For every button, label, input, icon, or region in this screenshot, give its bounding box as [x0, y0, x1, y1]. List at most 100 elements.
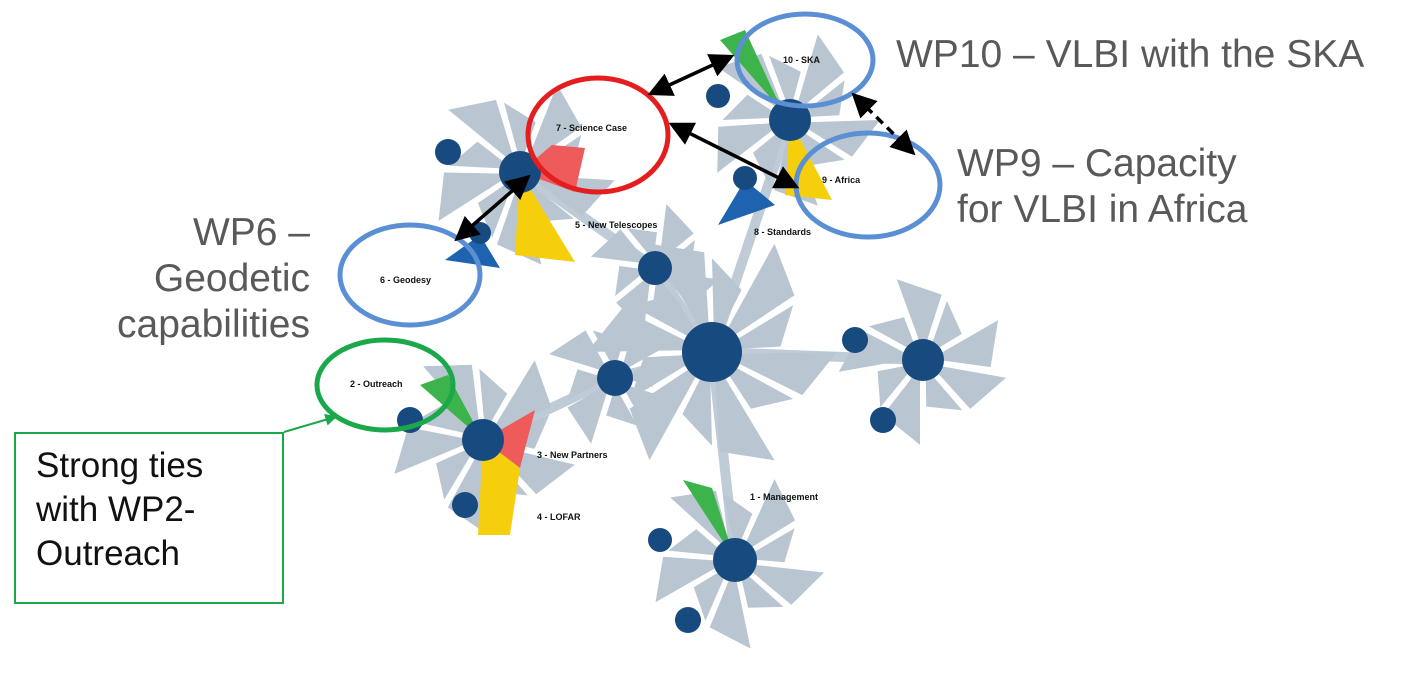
- petal-4-0: [527, 175, 615, 217]
- petal-7-0: [742, 563, 825, 605]
- network-node-12: [902, 339, 944, 381]
- connection-arrows: [454, 54, 916, 242]
- petal-5-8: [794, 34, 844, 114]
- petal-3-5: [414, 402, 477, 436]
- callout-wp6-line2: Geodetic: [153, 257, 310, 300]
- petal-3-8: [489, 360, 552, 435]
- petal-4-5: [449, 141, 513, 169]
- petal-7-7: [723, 493, 753, 553]
- petal-6-5: [868, 317, 919, 354]
- petal-6-2: [883, 367, 920, 445]
- network-node-10: [706, 84, 730, 108]
- petal-3-3: [436, 445, 477, 500]
- petal-1-2: [567, 383, 610, 444]
- wp2-highlight-circle: [314, 337, 456, 433]
- callout-wp6-line1: WP6 –: [192, 211, 310, 254]
- callout-wp10: WP10 – VLBI with the SKA: [896, 33, 1365, 76]
- network-node-2: [638, 251, 672, 285]
- petal-3-7: [479, 368, 508, 433]
- network-node-3: [462, 419, 504, 461]
- petal-1-4: [549, 330, 610, 373]
- petal-6-6: [896, 279, 942, 352]
- network-node-0: [682, 322, 742, 382]
- callout-wp6-line3: capabilities: [117, 303, 310, 346]
- wp1-label: 1 - Management: [750, 492, 818, 502]
- petal-0-7: [630, 295, 707, 347]
- note-pointer-line: [283, 413, 338, 433]
- wp10-label: 10 - SKA: [783, 55, 821, 65]
- wedge-wp3-red: [483, 410, 535, 468]
- network-node-13: [842, 327, 868, 353]
- petal-0-0: [719, 352, 837, 396]
- network-node-14: [870, 407, 896, 433]
- petal-5-5: [722, 94, 783, 120]
- petal-2-2: [616, 274, 651, 332]
- petal-0-9: [712, 258, 742, 345]
- petal-4-6: [448, 99, 516, 166]
- petal-2-6: [659, 204, 694, 262]
- wp10-highlight-circle: [734, 11, 876, 109]
- petal-7-1: [738, 567, 784, 608]
- petal-4-8: [525, 84, 582, 166]
- petal-4-7: [504, 102, 536, 164]
- callout-wp9-line1: WP9 – Capacity: [957, 142, 1237, 185]
- wp7-label: 7 - Science Case: [556, 123, 627, 133]
- petal-6-1: [925, 367, 963, 411]
- wp6-highlight-circle: [337, 222, 483, 328]
- petal-6-0: [929, 364, 1007, 409]
- network-node-7: [435, 139, 461, 165]
- petal-2-0: [661, 272, 719, 307]
- note-line2: with WP2-: [36, 490, 196, 529]
- petal-7-2: [709, 567, 751, 649]
- petal-6-3: [877, 363, 916, 408]
- arrow-wp7-wp6: [454, 174, 531, 242]
- callout-wp9-line2: for VLBI in Africa: [957, 188, 1248, 231]
- petal-0-10: [717, 243, 795, 347]
- wedge-wp4-yellow: [478, 440, 520, 535]
- petal-6-8: [930, 320, 999, 368]
- wp3-label: 3 - New Partners: [537, 450, 608, 460]
- petal-5-7: [769, 55, 801, 112]
- wedge-wp8-blue: [718, 180, 775, 225]
- petal-7-8: [740, 479, 796, 555]
- wedge-wp7-red: [520, 145, 585, 192]
- petal-3-4: [394, 427, 475, 474]
- wp5-label: 5 - New Telescopes: [575, 220, 657, 230]
- wp4-label: 4 - LOFAR: [537, 512, 581, 522]
- petal-7-5: [668, 529, 728, 557]
- wp-labels: 1 - Management 2 - Outreach 3 - New Part…: [350, 55, 861, 522]
- note-line3: Outreach: [36, 534, 180, 573]
- callout-wp9: WP9 – Capacity for VLBI in Africa: [957, 141, 1247, 233]
- petal-0-2: [714, 359, 775, 461]
- wp8-label: 8 - Standards: [754, 227, 811, 237]
- petal-1-0: [620, 383, 681, 426]
- wp2-label: 2 - Outreach: [350, 379, 403, 389]
- petal-6-7: [928, 300, 962, 355]
- wp7-highlight-circle: [525, 75, 671, 195]
- callout-wp6: WP6 – Geodetic capabilities: [117, 210, 310, 348]
- arrow-wp7-wp9: [668, 122, 800, 189]
- petal-5-9: [797, 80, 845, 118]
- petal-7-3: [693, 565, 730, 621]
- arrow-wp10-wp9-dashed: [851, 92, 916, 156]
- petal-0-8: [649, 243, 710, 345]
- wedge-wp2-green: [420, 375, 483, 440]
- wp6-label: 6 - Geodesy: [380, 275, 431, 285]
- petal-1-6: [620, 312, 663, 373]
- petal-2-4: [591, 229, 649, 264]
- petal-7-4: [655, 556, 728, 603]
- wp9-label: 9 - Africa: [822, 175, 861, 185]
- note-line1: Strong ties: [36, 446, 204, 485]
- arrow-wp7-wp10: [647, 54, 735, 96]
- network-node-1: [597, 360, 633, 396]
- network-node-17: [675, 607, 701, 633]
- wedge-wp1-green: [683, 480, 735, 560]
- network-node-5: [452, 492, 478, 518]
- petal-0-1: [717, 357, 794, 409]
- outreach-note-box: Strong ties with WP2- Outreach: [14, 432, 284, 604]
- network-node-15: [713, 538, 757, 582]
- petal-0-3: [682, 359, 712, 446]
- network-node-16: [648, 528, 672, 552]
- network-node-11: [733, 166, 757, 190]
